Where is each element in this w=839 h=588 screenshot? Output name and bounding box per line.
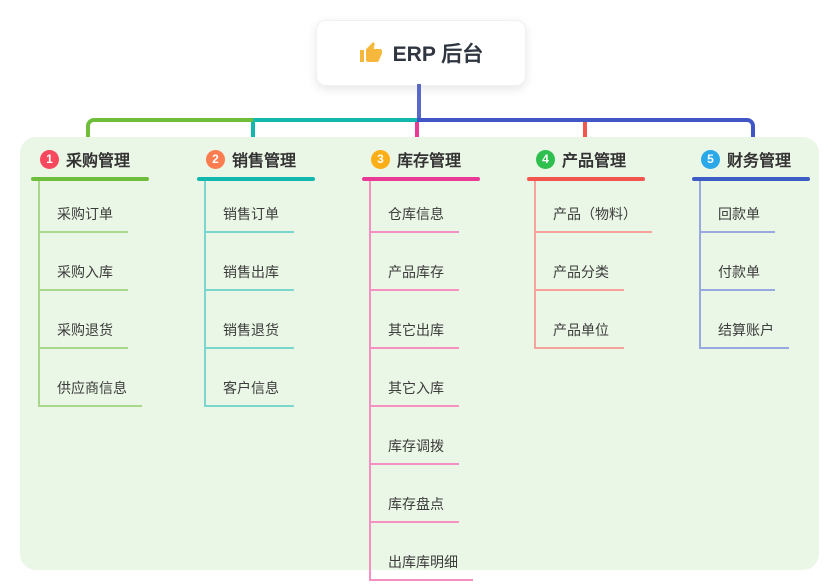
branch-number-badge: 4: [536, 149, 555, 169]
child-node-label: 销售出库: [223, 264, 279, 280]
branch-number-badge: 2: [206, 149, 225, 169]
branch-number-badge: 1: [40, 149, 59, 169]
child-node-label: 付款单: [718, 264, 760, 280]
child-node[interactable]: 仓库信息: [371, 181, 459, 233]
connector-branch2-drop: [251, 122, 255, 148]
child-node-label: 客户信息: [223, 380, 279, 396]
child-node[interactable]: 客户信息: [206, 349, 294, 407]
child-node[interactable]: 其它入库: [371, 349, 459, 407]
connector-branch1-line: [86, 118, 257, 154]
branch-underline: [31, 177, 149, 181]
connector-branch2-horizontal: [253, 118, 417, 122]
branch-children: 产品（物料） 产品分类 产品单位: [534, 181, 652, 349]
child-node[interactable]: 库存盘点: [371, 465, 459, 523]
connector-branch3-drop: [415, 122, 419, 148]
branch-header[interactable]: 4 产品管理: [526, 146, 686, 172]
branch-header[interactable]: 1 采购管理: [30, 146, 190, 172]
branch-title: 财务管理: [727, 153, 792, 170]
child-node[interactable]: 销售出库: [206, 233, 294, 291]
child-node-label: 采购订单: [57, 206, 113, 222]
root-node[interactable]: ERP 后台: [316, 20, 526, 86]
root-node-label: ERP 后台: [392, 43, 484, 66]
child-node[interactable]: 付款单: [701, 233, 775, 291]
child-node-label: 回款单: [718, 206, 760, 222]
child-node[interactable]: 出库库明细: [371, 523, 473, 581]
branch-underline: [362, 177, 480, 181]
child-node-label: 其它入库: [388, 380, 444, 396]
branch-4: 4 产品管理 产品（物料） 产品分类 产品单位: [526, 146, 686, 349]
branch-children: 销售订单 销售出库 销售退货 客户信息: [204, 181, 294, 407]
child-node-label: 采购退货: [57, 322, 113, 338]
branch-2: 2 销售管理 销售订单 销售出库 销售退货 客户信息: [196, 146, 356, 407]
child-node-label: 其它出库: [388, 322, 444, 338]
child-node-label: 产品（物料）: [553, 206, 637, 222]
branch-children: 回款单 付款单 结算账户: [699, 181, 789, 349]
branch-underline: [692, 177, 810, 181]
child-node[interactable]: 产品单位: [536, 291, 624, 349]
child-node-label: 产品分类: [553, 264, 609, 280]
branch-3: 3 库存管理 仓库信息 产品库存 其它出库 其它入库 库存调拨 库存盘点 出库库…: [361, 146, 521, 581]
child-node[interactable]: 产品库存: [371, 233, 459, 291]
child-node-label: 仓库信息: [388, 206, 444, 222]
branch-underline: [527, 177, 645, 181]
child-node-label: 出库库明细: [388, 554, 458, 570]
child-node-label: 销售退货: [223, 322, 279, 338]
child-node[interactable]: 其它出库: [371, 291, 459, 349]
child-node[interactable]: 采购退货: [40, 291, 128, 349]
branch-header[interactable]: 2 销售管理: [196, 146, 356, 172]
mindmap-panel: [20, 137, 819, 570]
child-node[interactable]: 销售订单: [206, 181, 294, 233]
branch-number-badge: 5: [701, 149, 720, 169]
branch-children: 采购订单 采购入库 采购退货 供应商信息: [38, 181, 142, 407]
child-node[interactable]: 产品分类: [536, 233, 624, 291]
child-node-label: 产品库存: [388, 264, 444, 280]
branch-children: 仓库信息 产品库存 其它出库 其它入库 库存调拨 库存盘点 出库库明细: [369, 181, 473, 581]
connector-branch4-drop: [583, 122, 587, 148]
branch-title: 采购管理: [66, 153, 131, 170]
child-node[interactable]: 销售退货: [206, 291, 294, 349]
child-node-label: 结算账户: [718, 322, 774, 338]
child-node-label: 供应商信息: [57, 380, 127, 396]
child-node-label: 库存盘点: [388, 496, 444, 512]
thumbs-up-icon: [359, 42, 382, 62]
child-node[interactable]: 供应商信息: [40, 349, 142, 407]
root-connector-line: [417, 84, 421, 120]
child-node[interactable]: 库存调拨: [371, 407, 459, 465]
child-node[interactable]: 采购入库: [40, 233, 128, 291]
branch-5: 5 财务管理 回款单 付款单 结算账户: [691, 146, 839, 349]
branch-underline: [197, 177, 315, 181]
child-node[interactable]: 回款单: [701, 181, 775, 233]
child-node[interactable]: 结算账户: [701, 291, 789, 349]
branch-title: 产品管理: [562, 153, 627, 170]
child-node-label: 销售订单: [223, 206, 279, 222]
child-node-label: 采购入库: [57, 264, 113, 280]
branch-number-badge: 3: [371, 149, 390, 169]
branch-header[interactable]: 5 财务管理: [691, 146, 839, 172]
child-node-label: 产品单位: [553, 322, 609, 338]
connector-branch5-line: [417, 118, 755, 154]
branch-title: 销售管理: [232, 153, 297, 170]
branch-header[interactable]: 3 库存管理: [361, 146, 521, 172]
branch-title: 库存管理: [397, 153, 462, 170]
branch-1: 1 采购管理 采购订单 采购入库 采购退货 供应商信息: [30, 146, 190, 407]
child-node[interactable]: 采购订单: [40, 181, 128, 233]
child-node[interactable]: 产品（物料）: [536, 181, 652, 233]
child-node-label: 库存调拨: [388, 438, 444, 454]
